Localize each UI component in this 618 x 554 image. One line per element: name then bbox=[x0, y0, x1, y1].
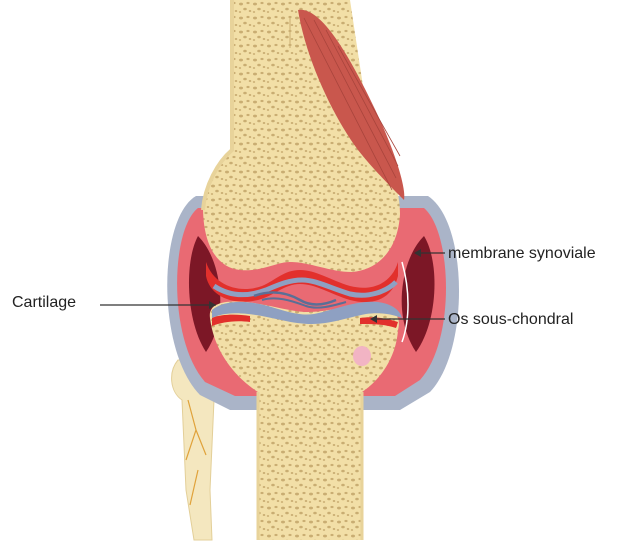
label-cartilage: Cartilage bbox=[12, 295, 76, 311]
label-synovial-membrane: membrane synoviale bbox=[448, 246, 596, 262]
label-subchondral-bone: Os sous-chondral bbox=[448, 312, 573, 328]
tibia bbox=[210, 302, 399, 540]
